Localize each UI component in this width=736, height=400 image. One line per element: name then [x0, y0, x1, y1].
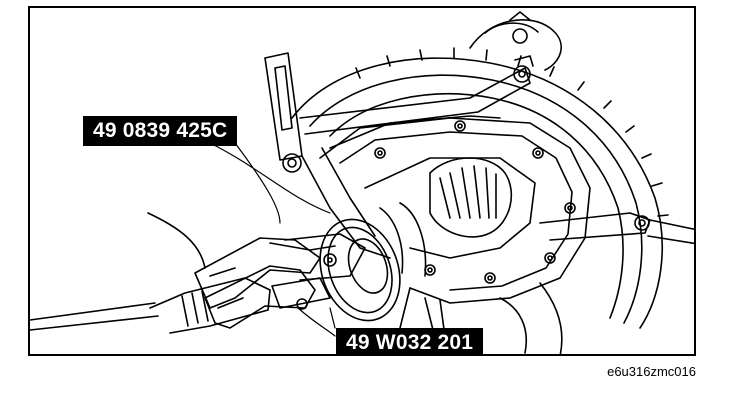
- tool-label-gear-puller: 49 W032 201: [336, 328, 484, 354]
- tool-label-puller-bar: 49 0839 425C: [83, 116, 238, 146]
- puller-bar-tool: [264, 52, 694, 259]
- gear-puller-tool: [30, 212, 366, 334]
- figure-id: e6u316zmc016: [607, 364, 696, 379]
- leader-lines: [209, 142, 336, 337]
- pinion-gear: [429, 157, 513, 238]
- differential-illustration: [30, 11, 694, 354]
- bearing-seal: [319, 202, 427, 322]
- diagram-frame: 49 0839 425C 49 W032 201: [28, 6, 696, 356]
- ring-gear-housing: [291, 11, 669, 329]
